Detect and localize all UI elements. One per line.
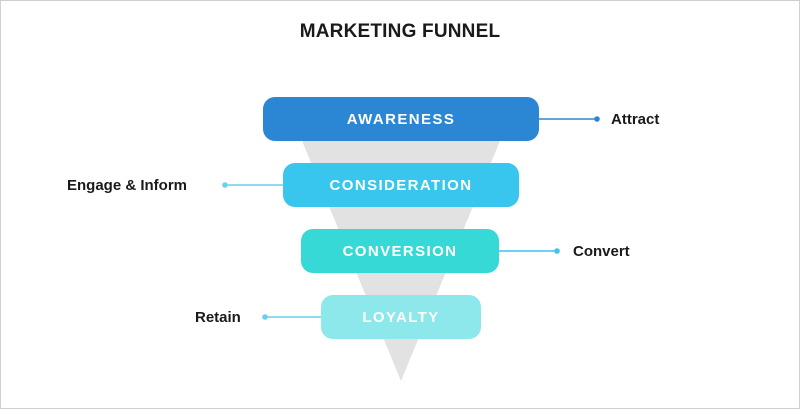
connector-dot-engage: [222, 182, 228, 188]
diagram-title: MARKETING FUNNEL: [299, 21, 501, 42]
callout-attract: Attract: [611, 111, 660, 128]
connector-dot-convert: [554, 248, 560, 254]
callout-engage-inform: Engage & Inform: [67, 177, 188, 194]
stage-loyalty: LOYALTY: [321, 295, 481, 339]
callout-convert: Convert: [573, 243, 630, 260]
stage-consideration: CONSIDERATION: [283, 163, 519, 207]
stage-conversion: CONVERSION: [301, 229, 499, 273]
callout-retain: Retain: [195, 309, 241, 326]
stage-awareness: AWARENESS: [263, 97, 539, 141]
connector-dot-retain: [262, 314, 268, 320]
connector-dot-attract: [594, 116, 600, 122]
